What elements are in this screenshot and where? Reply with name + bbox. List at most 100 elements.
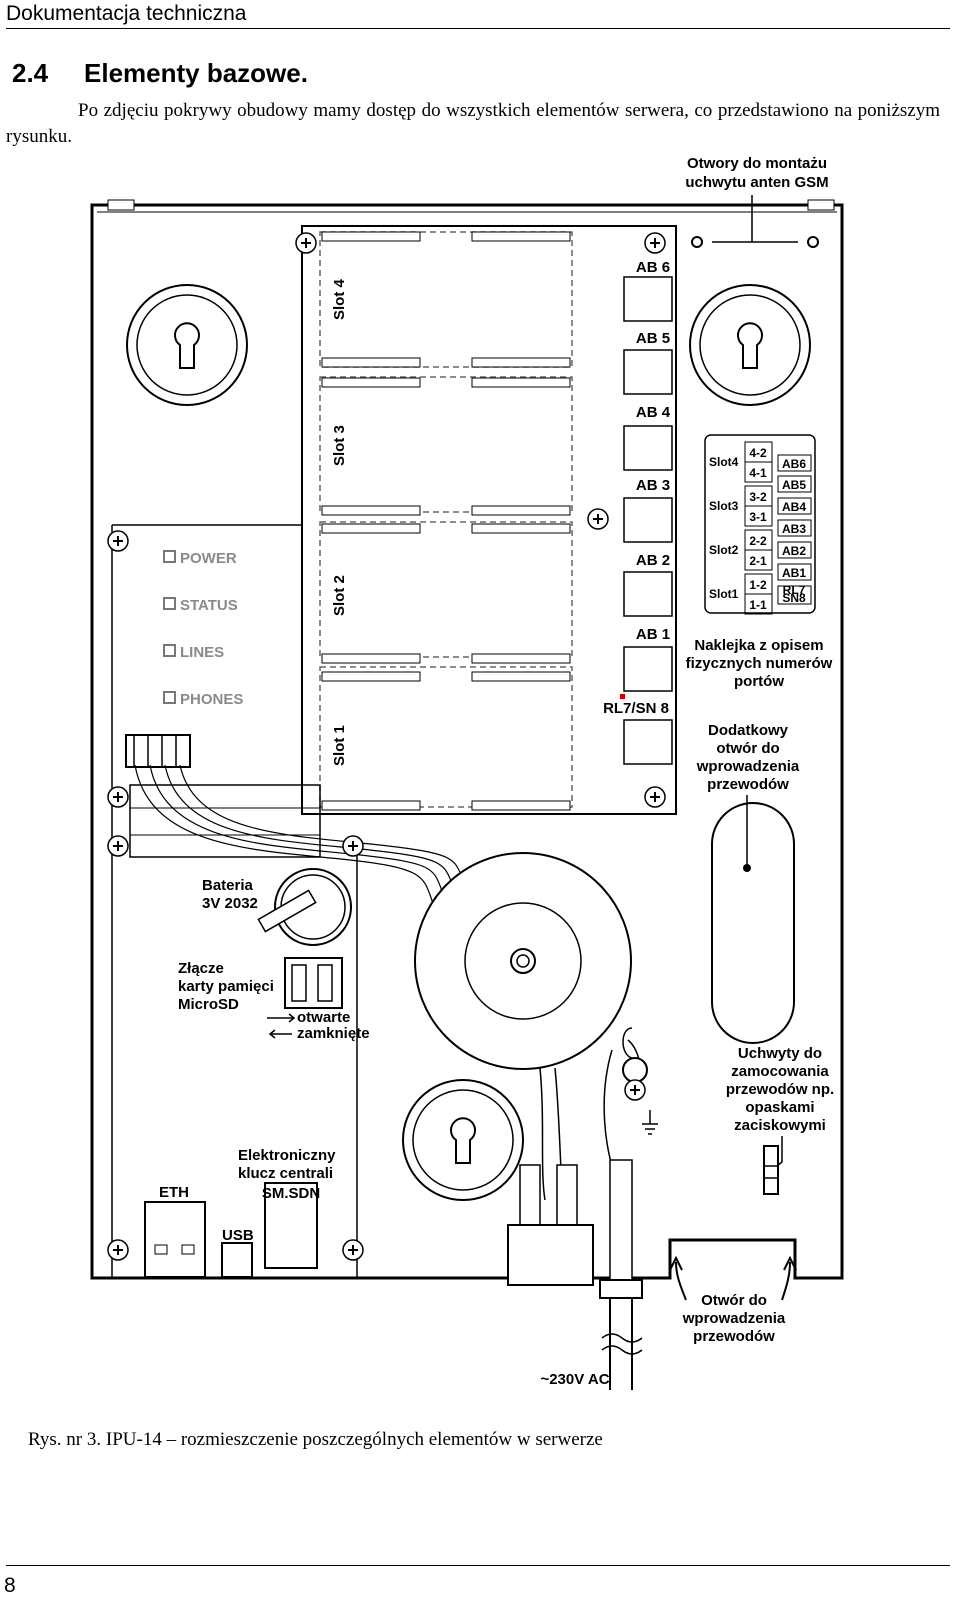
screw-icon [107, 835, 129, 857]
extra-hole-line3: wprowadzenia [696, 758, 800, 775]
port-ab2-label: AB 2 [636, 552, 670, 569]
holders-line1: Uchwyty do [738, 1045, 822, 1062]
sticker-slot3: Slot3 [709, 499, 739, 513]
key-note-line2: klucz centrali [238, 1165, 333, 1182]
main-board: Slot 4 Slot 3 Slot 2 Slot 1 AB 6 AB 5 AB… [295, 225, 677, 815]
gsm-note-line2: uchwytu anten GSM [685, 174, 828, 191]
screw-icon [644, 232, 666, 254]
screw-icon [107, 530, 129, 552]
led-panel: POWER STATUS LINES PHONES [107, 524, 358, 1278]
port-ab4-label: AB 4 [636, 404, 671, 421]
extra-hole-line2: otwór do [716, 740, 779, 757]
sticker-rl: SN8 [782, 591, 806, 605]
ribbon-connector [107, 734, 471, 921]
screw-icon [624, 1079, 646, 1101]
status-dot [620, 694, 625, 699]
screw-icon [342, 1239, 364, 1261]
battery-note-line2: 3V 2032 [202, 895, 258, 912]
figure-diagram: Otwory do montażu uchwytu anten GSM Slot… [90, 155, 844, 1390]
slot-2-label: Slot 2 [331, 575, 348, 616]
sticker-ab: AB1 [782, 566, 806, 580]
sticker-pair: 2-1 [749, 554, 767, 568]
slot-connectors [321, 231, 571, 811]
holders-line4: opaskami [745, 1099, 814, 1116]
cable-holders: Uchwyty do zamocowania przewodów np. opa… [726, 1045, 834, 1195]
keyhole-mount-bottom [402, 1079, 524, 1201]
screw-icon [295, 232, 317, 254]
port-ab6-label: AB 6 [636, 259, 670, 276]
port-ab5-label: AB 5 [636, 330, 670, 347]
microsd-note-line1: Złącze [178, 960, 224, 977]
sticker-ab: AB5 [782, 478, 806, 492]
usb-port: USB [221, 1227, 254, 1278]
mains-terminal: ~230V AC [507, 1159, 643, 1390]
microsd-open-label: otwarte [297, 1009, 350, 1026]
battery-note-line1: Bateria [202, 877, 254, 894]
screw-icon [587, 508, 609, 530]
key-note-line1: Elektroniczny [238, 1147, 336, 1164]
sticker-note-line1: Naklejka z opisem [694, 637, 823, 654]
cable-hole-line2: wprowadzenia [682, 1310, 786, 1327]
sticker-pair: 3-2 [749, 490, 767, 504]
sticker-pair: 4-2 [749, 446, 767, 460]
transformer [414, 852, 632, 1201]
keyhole-mount-left [126, 284, 248, 406]
eth-label: ETH [159, 1184, 189, 1201]
usb-label: USB [222, 1227, 254, 1244]
microsd-slot: Złącze karty pamięci MicroSD otwarte zam… [178, 957, 370, 1042]
power-label: ~230V AC [540, 1371, 609, 1388]
section-title: Elementy bazowe. [84, 58, 308, 88]
screw-icon [644, 786, 666, 808]
sticker-ab: AB3 [782, 522, 806, 536]
sticker-pair: 1-2 [749, 578, 767, 592]
battery: Bateria 3V 2032 [202, 868, 352, 946]
page-number: 8 [4, 1574, 16, 1597]
microsd-note-line2: karty pamięci [178, 978, 274, 995]
holders-line5: zaciskowymi [734, 1117, 826, 1134]
microsd-note-line3: MicroSD [178, 996, 239, 1013]
cable-hole-line1: Otwór do [701, 1292, 767, 1309]
port-sticker: Slot4 Slot3 Slot2 Slot1 4-2 4-1 3-2 3-1 … [686, 434, 833, 690]
section-heading: 2.4 Elementy bazowe. [12, 58, 308, 89]
port-rl7-label: RL7/SN 8 [603, 700, 669, 717]
slot-4-label: Slot 4 [331, 279, 348, 320]
rj-ports [623, 276, 673, 765]
screw-icon [342, 835, 364, 857]
led-phones-label: PHONES [180, 691, 243, 708]
screw-icon [107, 786, 129, 808]
key-chip-label: SM.SDN [262, 1185, 320, 1202]
body-paragraph: Po zdjęciu pokrywy obudowy mamy dostęp d… [6, 100, 940, 147]
extra-hole-line1: Dodatkowy [708, 722, 789, 739]
sticker-ab: AB4 [782, 500, 806, 514]
slot-areas [319, 231, 573, 808]
led-lines-label: LINES [180, 644, 224, 661]
slot-1-label: Slot 1 [331, 725, 348, 766]
sticker-note-line2: fizycznych numerów [686, 655, 833, 672]
running-header: Dokumentacja techniczna [6, 2, 247, 25]
section-number: 2.4 [12, 58, 49, 88]
sticker-pair: 2-2 [749, 534, 767, 548]
extra-cable-hole: Dodatkowy otwór do wprowadzenia przewodó… [696, 722, 800, 1044]
holders-line3: przewodów np. [726, 1081, 834, 1098]
eth-port: ETH [144, 1184, 206, 1278]
header-rule [6, 28, 950, 29]
extra-hole-line4: przewodów [707, 776, 789, 793]
microsd-closed-label: zamknięte [297, 1025, 370, 1042]
figure-caption: Rys. nr 3. IPU-14 – rozmieszczenie poszc… [28, 1429, 603, 1450]
port-ab1-label: AB 1 [636, 626, 670, 643]
led-status-label: STATUS [180, 597, 238, 614]
ground-icon [642, 1110, 658, 1135]
cable-entry: Otwór do wprowadzenia przewodów [669, 1255, 797, 1345]
cable-hole-line3: przewodów [693, 1328, 775, 1345]
holders-line2: zamocowania [731, 1063, 829, 1080]
sticker-note-line3: portów [734, 673, 784, 690]
screw-icon [107, 1239, 129, 1261]
footer-rule [6, 1565, 950, 1566]
port-ab3-label: AB 3 [636, 477, 670, 494]
sticker-pair: 4-1 [749, 466, 767, 480]
sticker-pair: 1-1 [749, 598, 767, 612]
sticker-slot1: Slot1 [709, 587, 739, 601]
slot-3-label: Slot 3 [331, 425, 348, 466]
keyhole-mount-right [689, 284, 811, 406]
sticker-ab: AB6 [782, 457, 806, 471]
